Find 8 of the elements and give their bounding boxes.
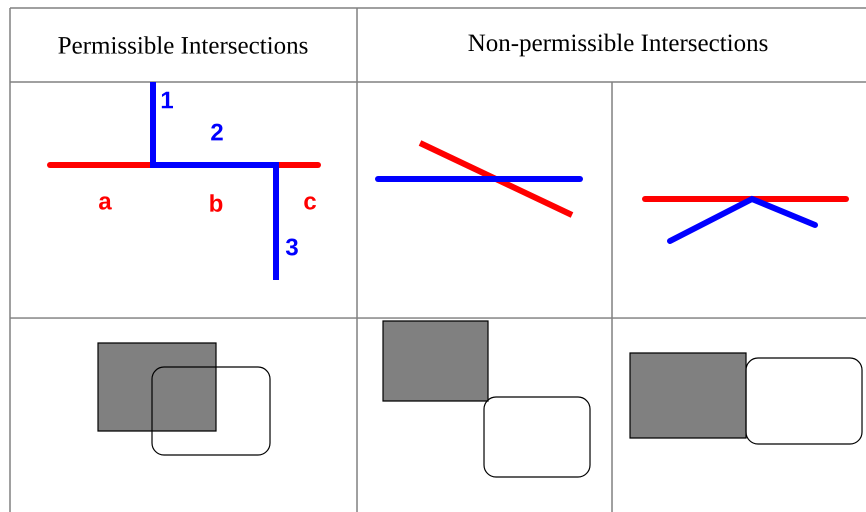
segment-number: 2 [211, 124, 223, 140]
segment-letter: b [210, 194, 222, 212]
segment-letter: a [99, 196, 112, 210]
column-header: Permissible Intersections [58, 36, 308, 54]
column-header: Non-permissible Intersections [468, 34, 768, 56]
segment-number: 3 [286, 238, 298, 256]
segment-letter: c [304, 196, 316, 210]
segment-number: 1 [162, 92, 173, 108]
